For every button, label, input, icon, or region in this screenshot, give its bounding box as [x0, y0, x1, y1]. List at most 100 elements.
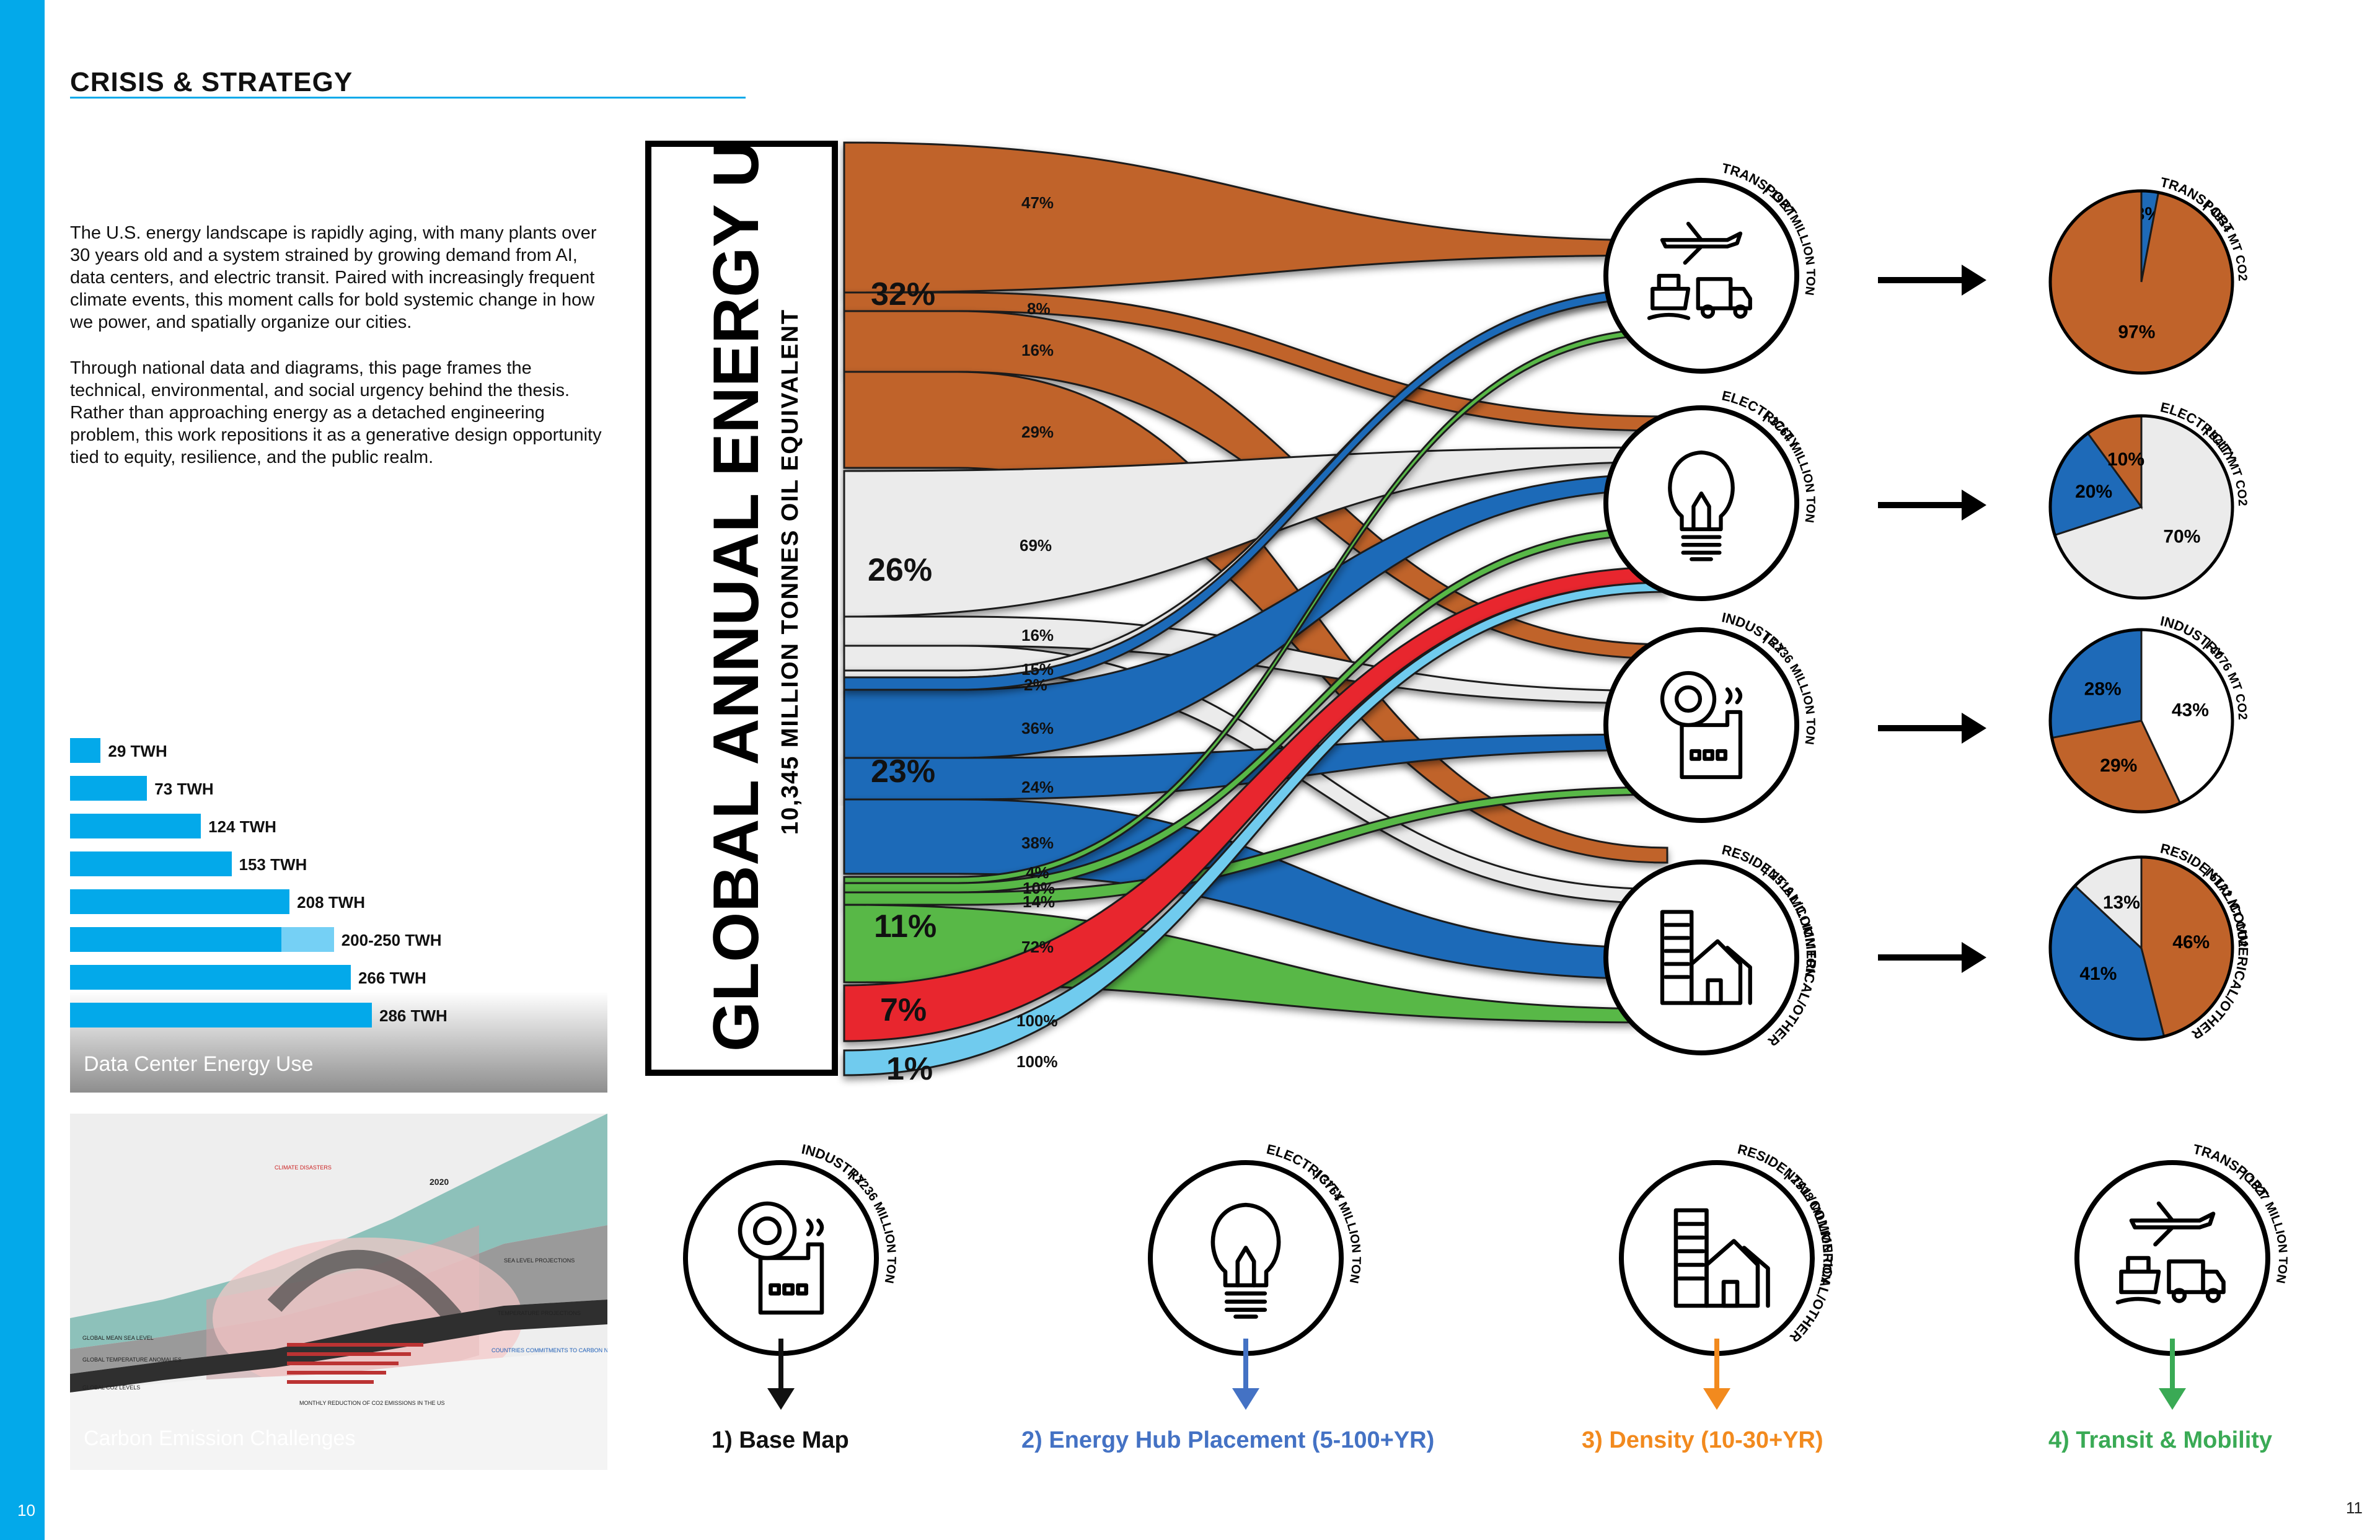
emission-pie: 3%97%TRANSPORT| 4934 MT CO2: [2011, 152, 2272, 412]
carbon-emission-panel: 2020 CLIMATE DISASTERS SEA LEVEL PROJECT…: [70, 1114, 607, 1470]
flow-percent-label: 2%: [1024, 675, 1047, 694]
emission-pie-svg: 46%41%13%RESIDENTAL/COMMERICAL/OTHER| 51…: [2048, 840, 2251, 1042]
lightbulb-icon: [1210, 1202, 1281, 1319]
step-label: 2) Energy Hub Placement (5-100+YR): [1021, 1427, 1435, 1453]
global-mean-sea-level-label: GLOBAL MEAN SEA LEVEL: [82, 1335, 154, 1341]
emission-pie-svg: 70%20%10%ELECTRICITY| 9417 MT CO2: [2048, 399, 2249, 600]
pie-slice-label: 10%: [2107, 449, 2144, 470]
sector-node-svg: INDUSTRY| 2236 MILLION TON: [1603, 609, 1817, 823]
sector-node-svg: ELECTRICITY| 3764 MILLION TON: [1603, 387, 1817, 601]
data-center-bar-label: 266 TWH: [358, 969, 426, 987]
data-center-bar-row: 124 TWH: [70, 814, 603, 838]
data-center-bar: [70, 927, 281, 952]
sector-node-svg: RESIDENTIAL/COMMERICAL/OTHER| 2518 MILLI…: [1603, 842, 1819, 1055]
data-center-bar-label: 208 TWH: [297, 893, 365, 912]
flow-percent-label: 69%: [1020, 536, 1052, 555]
monthly-reduction-label: MONTHLY REDUCTION OF CO2 EMISSIONS IN TH…: [299, 1400, 445, 1406]
step-arrow: [762, 1339, 800, 1413]
factory-icon: [738, 1201, 824, 1315]
data-center-bar-range: [281, 927, 334, 952]
flow-percent-label: 100%: [1016, 1011, 1058, 1030]
sector-node: ELECTRICITY| 3764 MILLION TON: [1565, 367, 1838, 640]
temperature-projections-label: TEMPERATURE PROJECTIONS: [498, 1310, 581, 1316]
carbon-year-label: 2020: [430, 1177, 449, 1187]
step-circle: [2074, 1160, 2270, 1356]
section-title: CRISIS & STRATEGY: [70, 67, 353, 97]
step-label: 1) Base Map: [712, 1427, 849, 1453]
flow-percent-label: 15%: [1021, 660, 1054, 679]
step-arrow: [1698, 1339, 1735, 1413]
intro-text: The U.S. energy landscape is rapidly agi…: [70, 222, 603, 492]
step-node-svg: INDUSTRY| 2236 MILLION TON: [683, 1141, 898, 1356]
sankey-subtitle: 10,345 MILLION TONNES OIL EQUIVALENT: [777, 309, 803, 835]
source-percent-label: 26%: [868, 552, 933, 588]
data-center-bar-row: 200-250 TWH: [70, 927, 603, 952]
flow-percent-label: 4%: [1026, 863, 1049, 882]
data-center-bar: [70, 851, 232, 876]
data-center-bar-label: 124 TWH: [208, 817, 276, 836]
climate-disasters-label: CLIMATE DISASTERS: [275, 1164, 332, 1171]
data-center-bar-label: 286 TWH: [379, 1006, 447, 1025]
data-center-caption: Data Center Energy Use: [84, 1052, 314, 1076]
countries-commitments-label: COUNTRIES COMMITMENTS TO CARBON NET-ZERO: [491, 1347, 607, 1353]
data-center-bar-row: 73 TWH: [70, 776, 603, 801]
flow-percent-label: 8%: [1027, 299, 1051, 318]
step-circle: [1148, 1160, 1344, 1356]
pie-slice-label: 97%: [2118, 322, 2155, 342]
data-center-bar-row: 153 TWH: [70, 851, 603, 876]
title-underline: [70, 97, 746, 99]
sector-node: INDUSTRY| 2236 MILLION TON: [1565, 589, 1838, 861]
data-center-bar-row: 208 TWH: [70, 889, 603, 914]
left-accent-bar: [0, 0, 45, 1540]
step-node-svg: TRANSPORT| 1927 MILLION TON: [2074, 1141, 2290, 1356]
emission-pie: 43%29%28%INDUSTRY| 4076 MT CO2: [2011, 591, 2272, 851]
flow-percent-label: 24%: [1021, 778, 1054, 796]
intro-paragraph-2: Through national data and diagrams, this…: [70, 358, 602, 467]
sea-level-label: SEA LEVEL PROJECTIONS: [504, 1257, 575, 1264]
data-center-bar: [70, 889, 290, 914]
flow-percent-label: 10%: [1023, 879, 1056, 897]
source-percent-label: 1%: [886, 1051, 933, 1087]
data-center-bar-label: 73 TWH: [154, 780, 214, 798]
step-node: INDUSTRY| 2236 MILLION TON: [638, 1115, 923, 1401]
pie-slice-label: 28%: [2084, 679, 2122, 699]
flow-percent-label: 16%: [1021, 341, 1054, 359]
step-node: ELECTRICITY| 3764 MILLION TON: [1103, 1115, 1388, 1401]
flow-percent-label: 16%: [1021, 626, 1054, 645]
source-percent-label: 11%: [874, 909, 937, 944]
sector-circle: [1603, 178, 1799, 374]
step-arrow: [1227, 1339, 1264, 1413]
pie-slice-label: 41%: [2079, 964, 2117, 984]
step-node-svg: ELECTRICITY| 3764 MILLION TON: [1148, 1141, 1363, 1356]
pie-slice-label: 43%: [2172, 700, 2209, 720]
data-center-bar-label: 153 TWH: [239, 855, 307, 874]
emission-pie: 70%20%10%ELECTRICITY| 9417 MT CO2: [2011, 377, 2272, 637]
sector-circle: [1603, 405, 1799, 601]
step-arrow: [2154, 1339, 2191, 1413]
data-center-bar-label: 29 TWH: [108, 742, 167, 760]
sankey-flow: [843, 141, 1668, 294]
page-number-left: 10: [17, 1501, 35, 1520]
data-center-bar-row: 266 TWH: [70, 965, 603, 990]
data-center-bar-row: 29 TWH: [70, 738, 603, 763]
data-center-bar-label: 200-250 TWH: [341, 931, 442, 949]
data-center-bar: [70, 738, 101, 763]
carbon-caption: Carbon Emission Challenges: [84, 1427, 356, 1450]
sankey-title-vertical: GLOBAL ANNUAL ENERGY USE 10,345 MILLION …: [700, 55, 803, 1052]
flow-percent-label: 14%: [1023, 892, 1056, 911]
sector-node: RESIDENTIAL/COMMERICAL/OTHER| 2518 MILLI…: [1565, 821, 1838, 1094]
sankey-title: GLOBAL ANNUAL ENERGY USE: [700, 147, 772, 1052]
global-temperature-label: GLOBAL TEMPERATURE ANOMALIES: [82, 1357, 182, 1363]
sankey-title-box: GLOBAL ANNUAL ENERGY USE 10,345 MILLION …: [645, 55, 838, 1076]
transport-icon: [2115, 1201, 2226, 1305]
buildings-icon: [1660, 910, 1752, 1005]
flow-percent-label: 38%: [1021, 834, 1054, 852]
pie-slice-label: 29%: [2100, 755, 2137, 776]
data-center-bar: [70, 1003, 372, 1027]
sector-node: TRANSPORT| 1927 MILLION TON: [1565, 139, 1838, 412]
pie-slice-label: 20%: [2075, 482, 2112, 502]
flow-percent-label: 100%: [1016, 1052, 1058, 1071]
transport-icon: [1647, 221, 1752, 320]
